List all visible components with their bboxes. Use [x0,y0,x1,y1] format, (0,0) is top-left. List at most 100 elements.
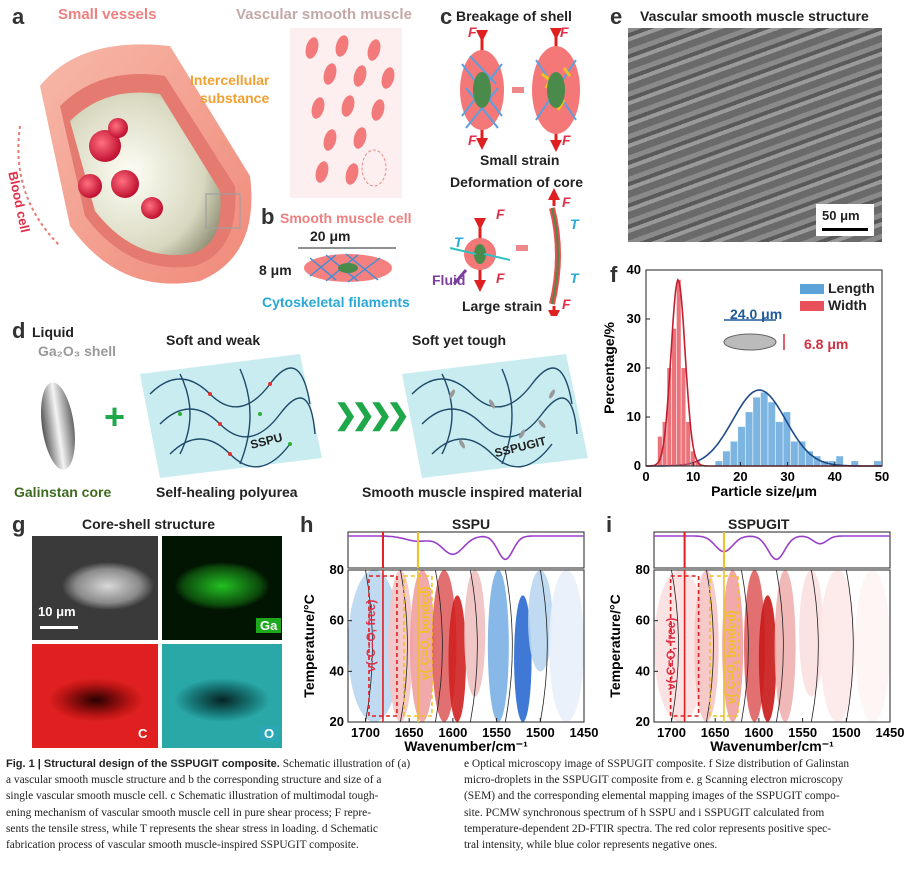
histogram-bar-length [798,441,806,466]
x-tick-label: 1550 [788,725,817,740]
bonded-band-box [403,575,433,717]
histogram-bar-length [738,426,745,466]
histogram-bar-length [730,441,738,466]
cell-width: 8 μm [259,262,292,278]
legend-length: Length [828,280,875,296]
histogram-bar-length [806,451,813,466]
caption-right-line-2: micro-droplets in the SSPUGIT composite … [464,774,844,787]
large-strain-label: Large strain [462,298,543,314]
y-tick-label: 60 [636,613,650,628]
panel-b-letter: b [261,204,275,229]
histogram-bar-length [745,412,753,466]
contour-line [741,569,749,723]
self-healing-label: Self-healing polyurea [156,484,298,500]
histogram-bar-width [695,461,700,466]
soft-tough-label: Soft yet tough [412,332,507,348]
y-tick-label: 30 [627,311,641,326]
y-tick-label: 60 [330,613,344,628]
histogram-bar-width [662,421,667,466]
force-ls-right-bottom: F [562,296,571,312]
caption-left-line-1: Schematic illustration of (a) [282,758,411,770]
histogram-bar-length [715,461,723,466]
panel-c-letter: c [440,4,453,29]
smooth-inspired-label: Smooth muscle inspired material [362,484,583,500]
spectral-intensity-region [549,570,584,722]
histogram-bar-length [790,441,798,466]
intercellular-label: Intercellular [190,72,270,88]
legend-width: Width [828,297,867,313]
caption-fig-title: Fig. 1 | Structural design of the SSPUGI… [6,758,280,770]
y-tick-label: 40 [330,663,344,678]
caption-right-line-6: tral intensity, while blue color represe… [464,839,718,852]
histogram-bar-length [722,451,730,466]
histogram-bar-width [671,328,677,466]
heatmap-frame [347,569,585,723]
panel-f-letter: f [610,262,618,287]
spectral-intensity-region [654,570,707,722]
y-axis-label: Temperature/°C [301,594,317,697]
contour-line [775,569,784,723]
panel-a-letter: a [12,4,25,29]
spectral-intensity-region [694,570,719,722]
breakage-title: Breakage of shell [456,8,572,24]
spectral-intensity-region [410,570,435,722]
x-tick-label: 50 [875,469,889,484]
spectral-intensity-region [820,570,856,722]
caption-left-line-2: a vascular smooth muscle structure and b… [6,774,382,787]
x-tick-label: 1500 [526,725,555,740]
panel-d-letter: d [12,318,26,343]
small-strain-label: Small strain [480,152,560,168]
x-axis-label: Particle size/μm [711,483,817,498]
caption-left-line-6: fabrication process of vascular smooth m… [6,839,359,852]
spectral-intensity-region [774,570,796,722]
contour-line [671,569,679,723]
droplet-width-label: 6.8 μm [804,336,849,352]
y-tick-label: 40 [636,663,650,678]
fluid-label: Fluid [432,272,466,288]
panel-e-scale: 50 μm [822,208,860,223]
filaments-label: Cytoskeletal filaments [262,294,410,310]
liquid-label: Liquid [32,324,74,340]
histogram-bar-length [821,461,829,466]
y-tick-label: 80 [330,562,344,577]
force-top-right: F [560,24,569,40]
droplet-length-label: 24.0 μm [730,306,783,322]
shear-ls-right-bottom: T [570,270,579,286]
spectral-intensity-region [348,570,401,722]
soft-weak-label: Soft and weak [166,332,261,348]
caption-left-line-3: single vascular smooth muscle cell. c Sc… [6,790,379,803]
contour-line [435,569,443,723]
spectral-intensity-region [388,570,413,722]
panel-h-title: SSPU [452,516,491,532]
spectral-intensity-region [758,595,777,722]
x-tick-label: 1600 [438,725,467,740]
x-tick-label: 1600 [744,725,773,740]
y-tick-label: 0 [634,458,641,473]
spectral-intensity-region [855,570,890,722]
spectral-intensity-region [799,570,824,697]
optical-micrograph [628,28,882,242]
force-top-left: F [468,24,477,40]
x-tick-label: 1700 [351,725,380,740]
h-bonded-label: ν(-C=O, bonded) [418,586,432,680]
force-ls-bottom: F [496,270,505,286]
x-tick-label: 1450 [876,725,904,740]
x-tick-label: 40 [828,469,842,484]
histogram-bar-width [667,368,672,466]
y-tick-label: 10 [627,409,641,424]
y-tick-label: 20 [330,714,344,729]
muscle-sheet [290,28,402,198]
y-axis-label: Percentage/% [601,322,617,414]
histogram-bar-length [753,397,761,466]
panel-g-letter: g [12,512,26,537]
spectral-intensity-region [464,570,486,697]
smooth-muscle-cell-title: Smooth muscle cell [280,210,412,226]
histogram-bar-length [775,421,783,466]
free-band-box [669,575,700,717]
i-free-label: ν(-C=O, free) [664,617,678,690]
histogram-bar-length [760,392,768,466]
y-tick-label: 20 [636,714,650,729]
small-vessels-title: Small vessels [58,6,157,23]
force-bottom-right: F [562,132,571,148]
